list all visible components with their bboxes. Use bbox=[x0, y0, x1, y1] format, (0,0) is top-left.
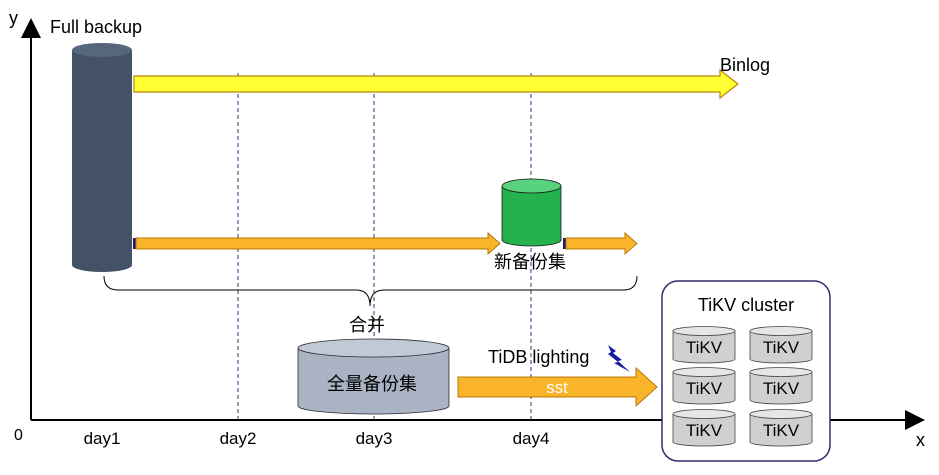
origin-label: 0 bbox=[14, 427, 23, 444]
incremental-arrow-start-marker bbox=[133, 238, 136, 249]
new-backup-cylinder bbox=[501, 178, 562, 247]
tikv-node: TiKV bbox=[749, 326, 813, 364]
y-axis-label: y bbox=[9, 8, 18, 28]
tikv-node-label: TiKV bbox=[686, 379, 723, 398]
tikv-node: TiKV bbox=[749, 409, 813, 447]
tikv-node-label: TiKV bbox=[763, 338, 800, 357]
tikv-node: TiKV bbox=[749, 367, 813, 405]
full-backup-set-label: 全量备份集 bbox=[327, 374, 417, 394]
day1-label: day1 bbox=[84, 429, 121, 448]
tikv-node-label: TiKV bbox=[686, 338, 723, 357]
incremental-arrow-2-start-marker bbox=[563, 238, 566, 249]
merge-brace bbox=[103, 275, 638, 307]
new-backup-set-label: 新备份集 bbox=[494, 252, 566, 272]
lightning-icon bbox=[608, 345, 630, 372]
tikv-node: TiKV bbox=[672, 367, 736, 405]
sst-arrow bbox=[457, 366, 658, 408]
full-backup-set-cylinder bbox=[297, 338, 450, 415]
binlog-label: Binlog bbox=[720, 55, 770, 75]
day3-label: day3 bbox=[356, 429, 393, 448]
tikv-cluster-label: TiKV cluster bbox=[698, 295, 794, 315]
tikv-node: TiKV bbox=[672, 409, 736, 447]
tikv-node-label: TiKV bbox=[763, 379, 800, 398]
tikv-node: TiKV bbox=[672, 326, 736, 364]
tikv-nodes: TiKV TiKV TiKV TiKV TiKV TiKV bbox=[672, 326, 813, 447]
incremental-arrow-2 bbox=[565, 231, 638, 256]
full-backup-label: Full backup bbox=[50, 17, 142, 37]
sst-label: sst bbox=[546, 378, 568, 397]
binlog-arrow bbox=[133, 68, 739, 100]
tikv-node-label: TiKV bbox=[763, 421, 800, 440]
full-backup-cylinder bbox=[72, 43, 132, 272]
x-axis-label: x bbox=[916, 430, 925, 450]
tidb-lightning-label: TiDB lighting bbox=[488, 347, 589, 367]
merge-label: 合并 bbox=[349, 315, 385, 335]
incremental-arrow-1 bbox=[135, 231, 501, 256]
day4-label: day4 bbox=[513, 429, 550, 448]
tikv-node-label: TiKV bbox=[686, 421, 723, 440]
day2-label: day2 bbox=[220, 429, 257, 448]
